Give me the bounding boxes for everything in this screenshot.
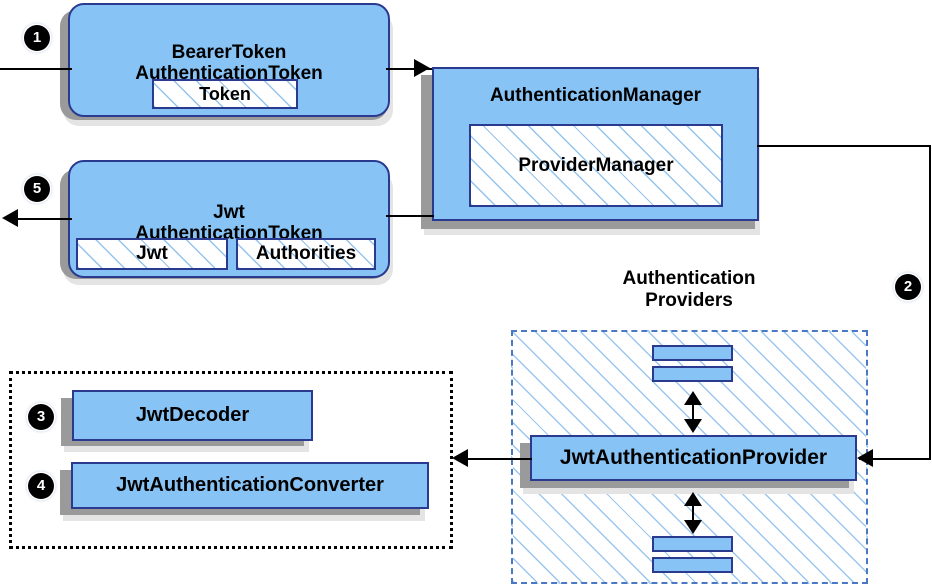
provider-stub-bottom-bar-2 xyxy=(652,557,733,573)
arrow-bottom-down xyxy=(684,520,702,534)
bearer-token-title-line2: AuthenticationToken xyxy=(135,63,323,84)
connector-provider-to-helpers xyxy=(466,458,532,460)
step-3-badge: 3 xyxy=(28,404,54,430)
jwt-token-inner-jwt-label: Jwt xyxy=(136,243,168,264)
provider-stub-top-bar-2 xyxy=(652,366,733,382)
arrow-top-down xyxy=(684,419,702,433)
connector-top-double-arrow xyxy=(692,393,694,425)
arrow-into-helpers-box xyxy=(452,449,468,467)
jwt-helpers-container xyxy=(9,371,453,549)
step-1-badge: 1 xyxy=(24,25,50,51)
arrow-into-jwt-provider xyxy=(857,449,873,467)
jwt-token-inner-jwt-box[interactable]: Jwt xyxy=(76,238,228,270)
jwt-authentication-provider-label: JwtAuthenticationProvider xyxy=(559,446,828,469)
jwt-decoder-label: JwtDecoder xyxy=(135,404,250,426)
provider-stub-bottom-bar-1 xyxy=(652,536,733,552)
connector-manager-right xyxy=(757,145,931,147)
connector-request-in xyxy=(0,68,72,70)
authentication-providers-label-line1: Authentication xyxy=(622,268,756,289)
jwt-decoder-node[interactable]: JwtDecoder xyxy=(72,390,313,441)
connector-bottom-double-arrow xyxy=(692,494,694,526)
jwt-authentication-converter-label: JwtAuthenticationConverter xyxy=(116,474,384,496)
arrow-response-out xyxy=(2,209,18,227)
connector-bearer-to-manager xyxy=(386,68,432,70)
provider-manager-label: ProviderManager xyxy=(518,154,674,176)
provider-manager-inner-box[interactable]: ProviderManager xyxy=(469,124,723,207)
jwt-token-inner-authorities-box[interactable]: Authorities xyxy=(236,238,376,270)
jwt-token-title-line1: Jwt xyxy=(213,201,245,223)
bearer-token-inner-token-box[interactable]: Token xyxy=(152,79,298,109)
authentication-providers-label: Authentication Providers xyxy=(569,268,809,313)
jwt-authentication-provider-node[interactable]: JwtAuthenticationProvider xyxy=(530,435,857,481)
connector-response-out xyxy=(18,218,72,220)
provider-stub-top-bar-1 xyxy=(652,345,733,361)
connector-manager-to-jwt-token xyxy=(386,215,434,217)
authentication-providers-label-line2: Providers xyxy=(645,290,733,312)
arrow-top-up xyxy=(684,391,702,405)
arrow-bearer-to-manager xyxy=(414,59,430,77)
connector-step2-vertical xyxy=(929,145,931,459)
jwt-token-inner-authorities-label: Authorities xyxy=(255,243,357,264)
arrow-bottom-up xyxy=(684,492,702,506)
step-2-badge: 2 xyxy=(895,274,921,300)
step-5-badge: 5 xyxy=(24,176,50,202)
bearer-token-title-line1: BearerToken xyxy=(171,41,287,63)
bearer-token-inner-label: Token xyxy=(199,83,251,104)
authentication-manager-title: AuthenticationManager xyxy=(489,85,702,106)
connector-step2-into-provider xyxy=(859,458,931,460)
step-4-badge: 4 xyxy=(28,473,54,499)
jwt-authentication-converter-node[interactable]: JwtAuthenticationConverter xyxy=(71,462,429,509)
